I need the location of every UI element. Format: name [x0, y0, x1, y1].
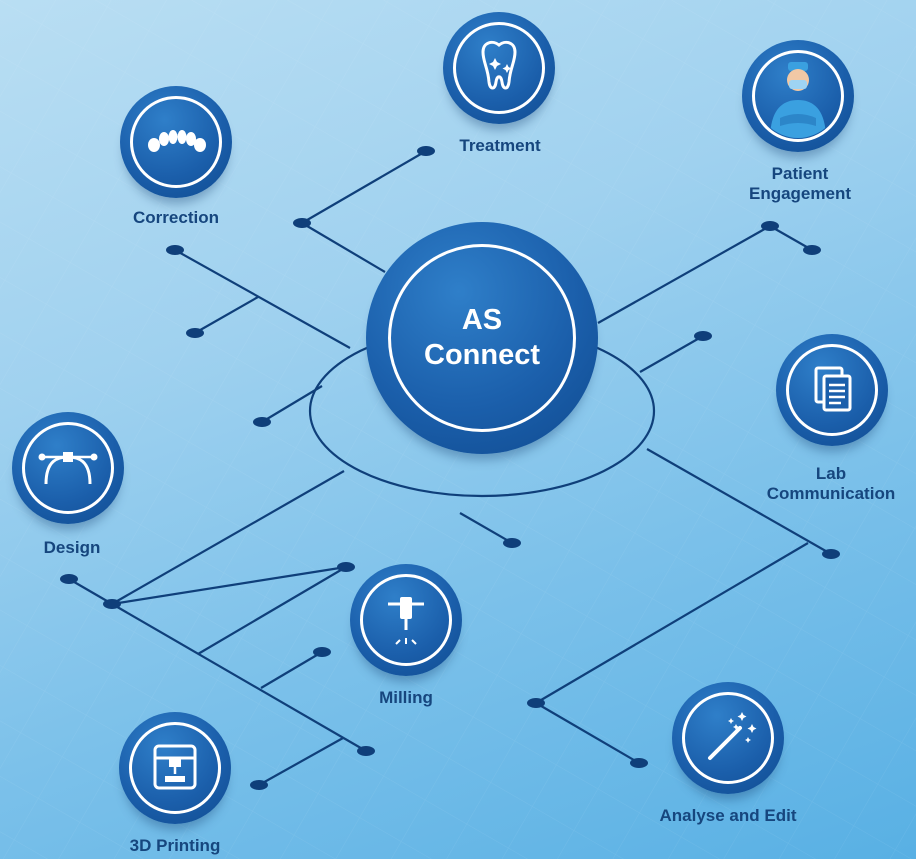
design-label: Design: [43, 538, 101, 557]
dental-arch-icon: [148, 130, 206, 152]
3d-printing-label: 3D Printing: [129, 836, 221, 855]
magic-wand-icon: [708, 712, 757, 760]
milling-label: Milling: [379, 688, 433, 707]
milling-drill-icon: [388, 597, 424, 645]
hub-title-line2: Connect: [424, 339, 540, 371]
lab-communication-label: Lab Communication: [756, 464, 906, 504]
documents-icon: [814, 366, 852, 412]
patient-engagement-label-line2: Engagement: [748, 184, 852, 203]
lab-communication-node[interactable]: [776, 334, 888, 446]
patient-engagement-node[interactable]: [742, 40, 854, 152]
treatment-node[interactable]: [443, 12, 555, 124]
hub-title-line1: AS: [461, 304, 503, 336]
as-connect-hub[interactable]: AS Connect: [366, 222, 598, 454]
bezier-curve-icon: [38, 452, 98, 485]
milling-node[interactable]: [350, 564, 462, 676]
tooth-sparkle-icon: [481, 40, 517, 90]
patient-engagement-label-line1: Patient: [771, 164, 829, 183]
3d-printer-icon: [153, 744, 197, 790]
3d-printing-node[interactable]: [119, 712, 231, 824]
connector-lines: [68, 150, 832, 786]
analyse-edit-label: Analyse and Edit: [659, 806, 797, 825]
lab-communication-label-line2: Communication: [766, 484, 896, 503]
patient-engagement-label: Patient Engagement: [730, 164, 870, 204]
hub-title: AS Connect: [366, 222, 598, 454]
correction-node[interactable]: [120, 86, 232, 198]
connector-dots: [60, 146, 840, 790]
design-node[interactable]: [12, 412, 124, 524]
doctor-icon: [770, 62, 826, 138]
lab-communication-label-line1: Lab: [815, 464, 847, 483]
analyse-edit-node[interactable]: [672, 682, 784, 794]
correction-label: Correction: [133, 208, 219, 227]
treatment-label: Treatment: [459, 136, 541, 155]
